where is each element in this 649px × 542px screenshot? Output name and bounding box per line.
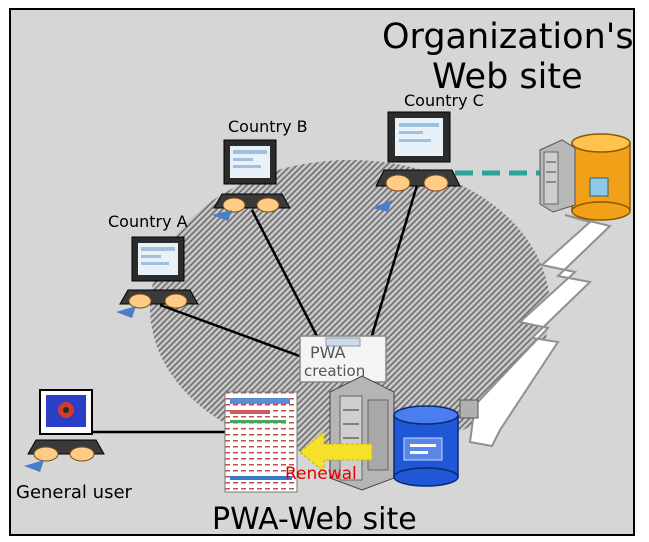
country-c-label: Country C <box>404 91 484 110</box>
pwa-database-icon <box>393 405 459 487</box>
pwa-creation-label-line1: PWA <box>310 343 346 362</box>
pwa-creation-icon <box>299 335 387 383</box>
zigzag-arrow <box>468 214 613 448</box>
general-user-computer-icon <box>24 389 105 472</box>
country-b-computer-icon <box>212 139 291 221</box>
pwa-creation-label-line2: creation <box>304 362 366 380</box>
country-a-label: Country A <box>108 212 188 231</box>
org-database-icon <box>571 133 631 221</box>
general-user-label: General user <box>16 482 132 503</box>
renewal-arrow <box>299 430 373 474</box>
org-site-title-line1: Organization's <box>382 17 634 57</box>
country-a-computer-icon <box>116 236 199 318</box>
document-icon <box>224 391 298 493</box>
pwa-web-site-title: PWA-Web site <box>212 502 417 537</box>
country-b-label: Country B <box>228 117 308 136</box>
org-site-title-line2: Web site <box>432 57 583 97</box>
country-c-computer-icon <box>372 111 461 212</box>
pwa-small-server-icon <box>459 399 479 419</box>
network-area <box>150 160 550 456</box>
network-links <box>85 181 420 434</box>
renewal-label: Renewal <box>285 464 357 484</box>
org-server-icon <box>539 139 576 213</box>
